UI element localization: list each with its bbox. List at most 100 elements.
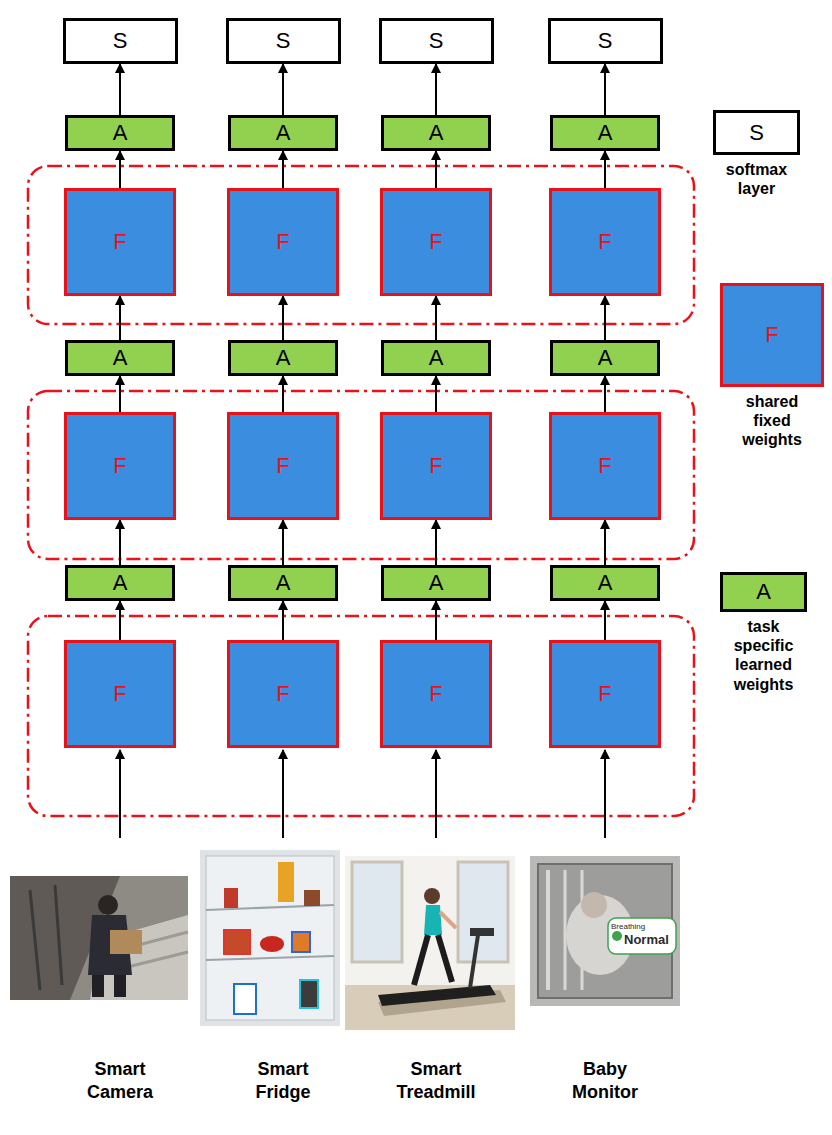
box-letter: A xyxy=(429,347,444,369)
box-letter: S xyxy=(429,30,444,52)
treadmill-photo xyxy=(345,856,515,1030)
box-letter: F xyxy=(598,455,611,477)
flow-arrow xyxy=(435,151,437,188)
adapter-box: Atask specific learned weights xyxy=(720,572,807,612)
adapter-box: A xyxy=(381,340,491,376)
flow-arrow xyxy=(282,520,284,565)
adapter-box: A xyxy=(65,565,175,601)
flow-arrow xyxy=(604,601,606,640)
box-letter: A xyxy=(598,572,613,594)
adapter-box: A xyxy=(228,115,338,151)
box-letter: A xyxy=(276,347,291,369)
flow-arrow xyxy=(604,296,606,340)
softmax-box: S xyxy=(548,18,663,64)
group-outline xyxy=(28,391,694,559)
box-letter: F xyxy=(276,455,289,477)
flow-arrow xyxy=(282,376,284,412)
flow-arrow xyxy=(119,601,121,640)
fixed-weight-box: F xyxy=(549,640,661,748)
flow-arrow xyxy=(119,296,121,340)
adapter-box: A xyxy=(381,565,491,601)
screen-text: Normal xyxy=(624,932,669,947)
softmax-box: S xyxy=(379,18,494,64)
box-letter: A xyxy=(113,347,128,369)
input-arrow xyxy=(282,750,284,838)
box-letter: F xyxy=(598,231,611,253)
box-letter: F xyxy=(429,231,442,253)
flow-arrow xyxy=(604,151,606,188)
fixed-weight-box: F xyxy=(380,640,492,748)
box-letter: A xyxy=(113,572,128,594)
box-letter: F xyxy=(113,455,126,477)
box-letter: A xyxy=(429,122,444,144)
flow-arrow xyxy=(282,64,284,115)
fixed-weight-box: Fshared fixed weights xyxy=(720,283,824,387)
box-letter: S xyxy=(749,122,764,144)
fixed-weight-box: F xyxy=(549,412,661,520)
flow-arrow xyxy=(604,520,606,565)
flow-arrow xyxy=(604,64,606,115)
fixed-weight-box: F xyxy=(64,188,176,296)
monitor-photo xyxy=(530,856,680,1006)
flow-arrow xyxy=(119,151,121,188)
flow-arrow xyxy=(119,64,121,115)
adapter-box: A xyxy=(550,115,660,151)
screen-text: Breathing xyxy=(611,922,645,931)
legend-caption: task specific learned weights xyxy=(725,617,803,694)
adapter-box: A xyxy=(65,340,175,376)
box-letter: F xyxy=(765,324,778,346)
box-letter: A xyxy=(276,572,291,594)
box-letter: A xyxy=(429,572,444,594)
flow-arrow xyxy=(435,601,437,640)
box-letter: F xyxy=(113,231,126,253)
adapter-box: A xyxy=(228,565,338,601)
adapter-box: A xyxy=(550,340,660,376)
box-letter: A xyxy=(598,122,613,144)
device-caption: Smart Treadmill xyxy=(388,1058,484,1103)
device-caption: Smart Camera xyxy=(72,1058,168,1103)
flow-arrow xyxy=(435,520,437,565)
box-letter: F xyxy=(429,455,442,477)
box-letter: A xyxy=(598,347,613,369)
box-letter: F xyxy=(598,683,611,705)
box-letter: F xyxy=(429,683,442,705)
flow-arrow xyxy=(435,376,437,412)
fridge-photo xyxy=(200,850,340,1026)
fixed-weight-box: F xyxy=(64,412,176,520)
device-caption: Baby Monitor xyxy=(557,1058,653,1103)
flow-arrow xyxy=(282,296,284,340)
adapter-box: A xyxy=(65,115,175,151)
box-letter: S xyxy=(276,30,291,52)
input-arrow xyxy=(119,750,121,838)
box-letter: F xyxy=(113,683,126,705)
box-letter: A xyxy=(756,581,771,603)
group-outline xyxy=(28,616,694,816)
fixed-weight-box: F xyxy=(64,640,176,748)
fixed-weight-box: F xyxy=(227,640,339,748)
box-letter: S xyxy=(113,30,128,52)
softmax-box: Ssoftmax layer xyxy=(713,110,800,155)
fixed-weight-box: F xyxy=(227,188,339,296)
fixed-weight-box: F xyxy=(380,188,492,296)
group-outline xyxy=(28,166,694,324)
flow-arrow xyxy=(282,151,284,188)
legend-caption: softmax layer xyxy=(717,160,797,198)
camera-photo xyxy=(10,876,188,1000)
box-letter: F xyxy=(276,231,289,253)
flow-arrow xyxy=(119,376,121,412)
device-caption: Smart Fridge xyxy=(235,1058,331,1103)
adapter-box: A xyxy=(550,565,660,601)
flow-arrow xyxy=(435,64,437,115)
box-letter: F xyxy=(276,683,289,705)
flow-arrow xyxy=(435,296,437,340)
flow-arrow xyxy=(282,601,284,640)
flow-arrow xyxy=(604,376,606,412)
input-arrow xyxy=(435,750,437,838)
adapter-box: A xyxy=(381,115,491,151)
fixed-weight-box: F xyxy=(380,412,492,520)
box-letter: S xyxy=(598,30,613,52)
softmax-box: S xyxy=(226,18,341,64)
fixed-weight-box: F xyxy=(227,412,339,520)
adapter-box: A xyxy=(228,340,338,376)
legend-caption: shared fixed weights xyxy=(736,392,808,450)
